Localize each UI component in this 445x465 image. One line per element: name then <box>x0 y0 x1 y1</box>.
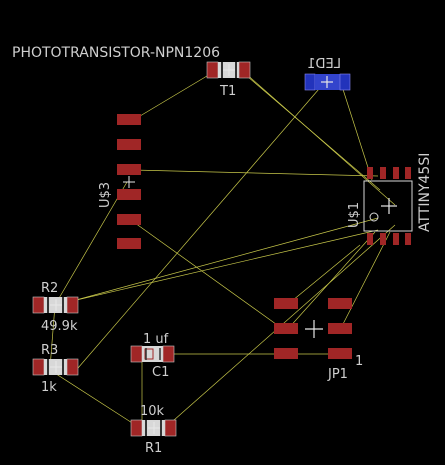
r3-value-label: 1k <box>41 380 57 395</box>
jp1-pin1-label: 1 <box>355 354 363 369</box>
r2-footprint[interactable] <box>32 296 79 314</box>
led1-footprint[interactable] <box>304 73 351 91</box>
u1-ref-label: U$1 <box>347 202 362 228</box>
r1-value-label: 10k <box>140 404 165 419</box>
u1-value-label: ATTINY45SI <box>417 153 433 232</box>
jp1-footprint[interactable] <box>274 298 352 359</box>
r1-footprint[interactable] <box>130 419 177 437</box>
airwires <box>49 69 396 429</box>
c1-value-label: 1 uf <box>143 332 169 347</box>
u1-footprint[interactable] <box>363 167 413 245</box>
u3-footprint[interactable] <box>117 114 141 249</box>
u3-ref-label: U$3 <box>98 182 113 208</box>
t1-footprint[interactable] <box>206 61 251 79</box>
jp1-ref-label: JP1 <box>327 367 348 382</box>
c1-footprint[interactable] <box>130 345 175 363</box>
t1-value-label: PHOTOTRANSISTOR-NPN1206 <box>12 45 220 61</box>
r1-ref-label: R1 <box>145 441 162 456</box>
r3-ref-label: R3 <box>41 343 58 358</box>
r3-footprint[interactable] <box>32 358 79 376</box>
c1-ref-label: C1 <box>152 365 169 380</box>
led1-ref-label: LED1 <box>307 57 341 72</box>
t1-ref-label: T1 <box>219 84 236 99</box>
r2-ref-label: R2 <box>41 281 58 296</box>
r2-value-label: 49.9k <box>41 319 78 334</box>
